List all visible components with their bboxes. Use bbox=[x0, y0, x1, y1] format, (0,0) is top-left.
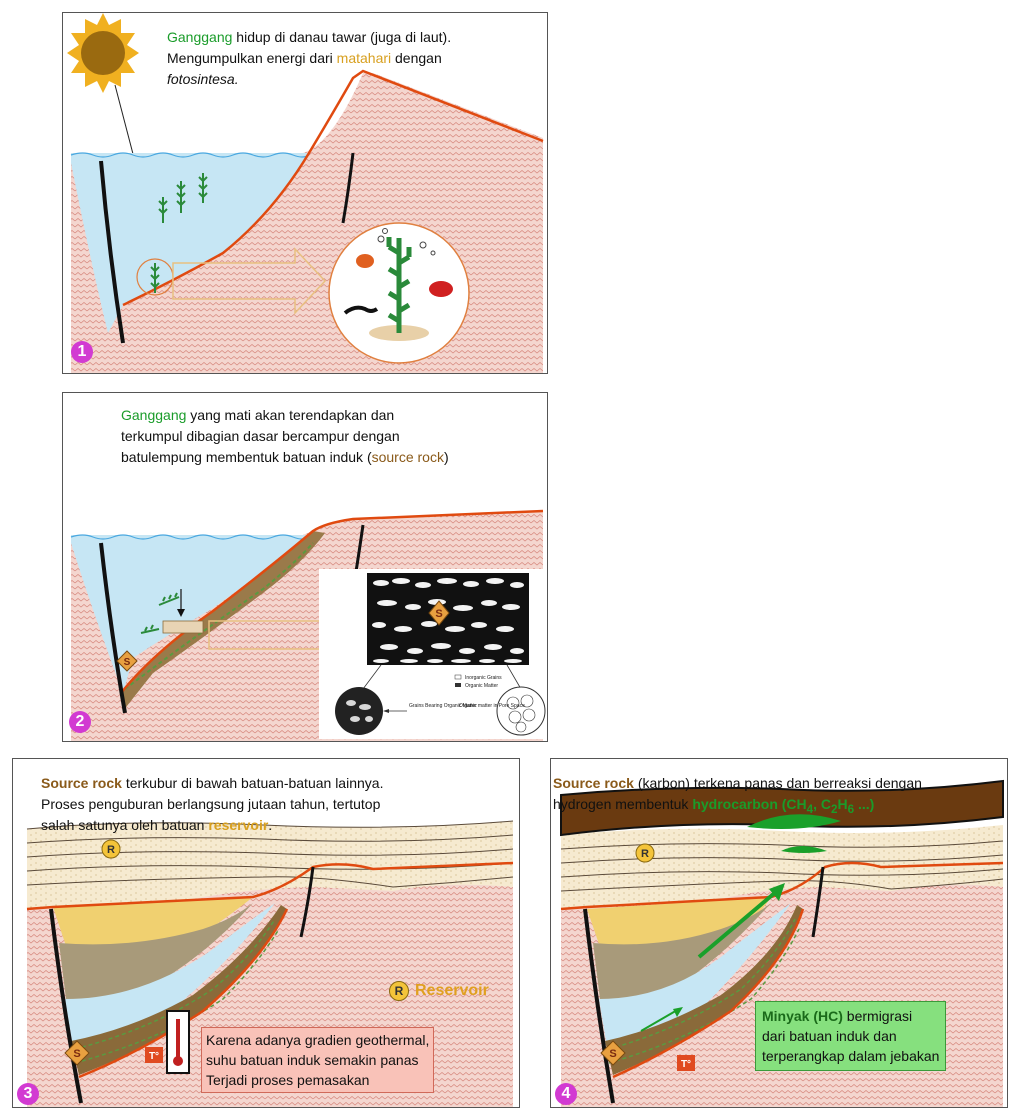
marker-s-label: S bbox=[73, 1048, 80, 1060]
marker-r-label: R bbox=[107, 844, 115, 856]
caption-text: salah satunya oleh batuan bbox=[41, 817, 208, 833]
note-text: terperangkap dalam jebakan bbox=[762, 1046, 939, 1066]
panel-1-caption: Ganggang hidup di danau tawar (juga di l… bbox=[167, 27, 451, 90]
note-text: dari batuan induk dan bbox=[762, 1026, 939, 1046]
inset-legend-inorganic: Inorganic Grains bbox=[465, 675, 502, 681]
note-text: Karena adanya gradien geothermal, bbox=[206, 1030, 429, 1050]
caption-highlight-source-rock: Source rock bbox=[553, 775, 634, 791]
reservoir-marker-icon: R bbox=[102, 840, 120, 858]
reservoir-legend: R Reservoir bbox=[389, 981, 489, 1001]
thermometer-icon bbox=[167, 1011, 189, 1073]
caption-text: ) bbox=[444, 449, 449, 465]
caption-text: hidup di danau tawar (juga di laut). bbox=[232, 29, 451, 45]
microscopic-inset: S Inorganic Grains Organic Matter Grains… bbox=[319, 569, 547, 739]
step-number-badge: 4 bbox=[555, 1083, 577, 1105]
temp-label: T° bbox=[149, 1051, 159, 1062]
inset-label-pores: Organic matter in Pore Space bbox=[459, 703, 525, 709]
temperature-icon: T° bbox=[145, 1047, 163, 1063]
formula-text: ...) bbox=[854, 796, 874, 812]
panel-2-caption: Ganggang yang mati akan terendapkan dan … bbox=[121, 405, 449, 468]
sample-box bbox=[163, 621, 203, 633]
marker-s-label: S bbox=[124, 657, 131, 668]
caption-highlight-algae: Ganggang bbox=[167, 29, 232, 45]
inset-legend-organic: Organic Matter bbox=[465, 683, 498, 689]
caption-text: (karbon) terkena panas dan berreaksi den… bbox=[634, 775, 922, 791]
formula-text: , C bbox=[813, 796, 831, 812]
caption-highlight-source-rock: Source rock bbox=[41, 775, 122, 791]
step-number-badge: 1 bbox=[71, 341, 93, 363]
caption-highlight-reservoir: reservoir bbox=[208, 817, 268, 833]
panel-2-source-rock-deposition: S S Inorganic Grains bbox=[62, 392, 548, 742]
marker-s-label: S bbox=[609, 1048, 616, 1060]
note-text: Terjadi proses pemasakan bbox=[206, 1070, 429, 1090]
temperature-icon: T° bbox=[677, 1055, 695, 1071]
panel-1-algae-photosynthesis: Ganggang hidup di danau tawar (juga di l… bbox=[62, 12, 548, 374]
marker-r-label: R bbox=[641, 848, 649, 860]
note-text: bermigrasi bbox=[843, 1008, 912, 1024]
caption-text: . bbox=[268, 817, 272, 833]
panel-4-caption: Source rock (karbon) terkena panas dan b… bbox=[553, 773, 922, 820]
reservoir-legend-label: Reservoir bbox=[415, 982, 489, 999]
caption-text: fotosintesa. bbox=[167, 69, 451, 90]
panel-4-hydrocarbon-migration: R S T° Source rock (karbon) terkena pana… bbox=[550, 758, 1008, 1108]
step-number-badge: 2 bbox=[69, 711, 91, 733]
note-highlight-oil: Minyak (HC) bbox=[762, 1008, 843, 1024]
caption-text: Mengumpulkan energi dari bbox=[167, 50, 337, 66]
caption-text: batulempung membentuk batuan induk ( bbox=[121, 449, 372, 465]
sun-icon bbox=[67, 13, 139, 93]
caption-text: terkumpul dibagian dasar bercampur denga… bbox=[121, 426, 449, 447]
caption-highlight-algae: Ganggang bbox=[121, 407, 186, 423]
reservoir-legend-icon: R bbox=[389, 981, 409, 1001]
caption-text: hydrogen membentuk bbox=[553, 796, 692, 812]
caption-highlight-sun: matahari bbox=[337, 50, 391, 66]
migration-note-box: Minyak (HC) bermigrasi dari batuan induk… bbox=[755, 1001, 946, 1071]
svg-text:S: S bbox=[435, 608, 442, 620]
caption-highlight-hydrocarbon: hydrocarbon (CH4, C2H6 ...) bbox=[692, 796, 874, 812]
caption-text: terkubur di bawah batuan-batuan lainnya. bbox=[122, 775, 384, 791]
caption-text: dengan bbox=[391, 50, 442, 66]
panel-3-caption: Source rock terkubur di bawah batuan-bat… bbox=[41, 773, 383, 836]
step-number-badge: 3 bbox=[17, 1083, 39, 1105]
geothermal-note-box: Karena adanya gradien geothermal, suhu b… bbox=[201, 1027, 434, 1093]
temp-label: T° bbox=[681, 1059, 691, 1070]
panel-3-burial: R S T° Source rock terkubur di bawah bat… bbox=[12, 758, 520, 1108]
formula-text: hydrocarbon (CH bbox=[692, 796, 806, 812]
caption-text: Proses penguburan berlangsung jutaan tah… bbox=[41, 794, 383, 815]
formula-text: H bbox=[838, 796, 848, 812]
note-text: suhu batuan induk semakin panas bbox=[206, 1050, 429, 1070]
caption-text: yang mati akan terendapkan dan bbox=[186, 407, 394, 423]
caption-highlight-source-rock: source rock bbox=[372, 449, 444, 465]
magnified-view bbox=[329, 223, 469, 363]
reservoir-marker-icon: R bbox=[636, 844, 654, 862]
